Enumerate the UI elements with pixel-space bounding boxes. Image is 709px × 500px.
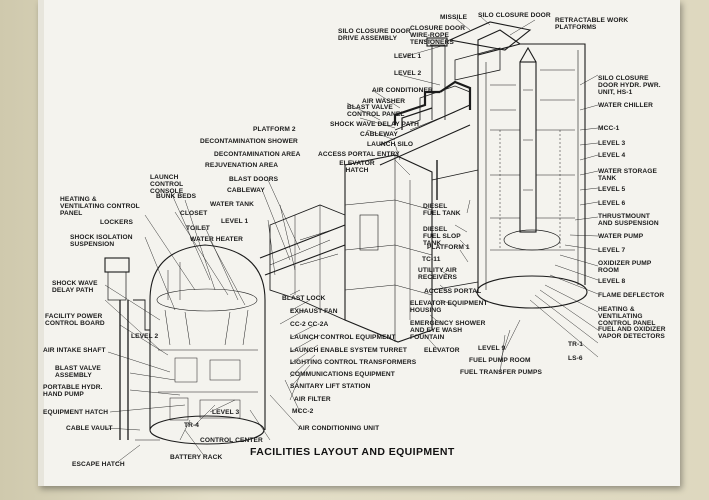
label-closure-door-wire-rope-tensioners: CLOSURE DOOR WIRE-ROPE TENSIONERS bbox=[410, 25, 466, 46]
label-level-9-silo: LEVEL 9 bbox=[478, 345, 506, 352]
label-water-chiller: WATER CHILLER bbox=[598, 102, 654, 109]
label-toilet: TOILET bbox=[186, 225, 210, 232]
label-communications-equipment: COMMUNICATIONS EQUIPMENT bbox=[290, 371, 395, 378]
label-closet: CLOSET bbox=[180, 210, 208, 217]
label-water-pump: WATER PUMP bbox=[598, 233, 644, 240]
label-blast-doors: BLAST DOORS bbox=[229, 176, 279, 183]
label-decontamination-shower: DECONTAMINATION SHOWER bbox=[200, 138, 298, 145]
label-water-tank: WATER TANK bbox=[210, 201, 254, 208]
label-level-4-silo: LEVEL 4 bbox=[598, 152, 626, 159]
launch-silo-drawing bbox=[476, 29, 588, 309]
label-launch-control-console: LAUNCH CONTROL CONSOLE bbox=[150, 174, 184, 195]
label-mcc-2: MCC-2 bbox=[292, 408, 314, 415]
label-water-storage-tank: WATER STORAGE TANK bbox=[598, 168, 657, 182]
label-level-7-silo: LEVEL 7 bbox=[598, 247, 626, 254]
label-air-conditioning-unit: AIR CONDITIONING UNIT bbox=[298, 425, 380, 432]
label-shock-wave-delay-path-left: SHOCK WAVE DELAY PATH bbox=[52, 280, 98, 294]
label-platform-2: PLATFORM 2 bbox=[253, 126, 296, 133]
label-thrustmount-and-suspension: THRUSTMOUNT AND SUSPENSION bbox=[598, 213, 659, 227]
label-air-washer: AIR WASHER bbox=[362, 98, 406, 105]
label-escape-hatch: ESCAPE HATCH bbox=[72, 461, 125, 468]
label-bunk-beds: BUNK BEDS bbox=[156, 193, 197, 200]
diagram-title: FACILITIES LAYOUT AND EQUIPMENT bbox=[250, 446, 455, 458]
label-shock-wave-delay-path-top: SHOCK WAVE DELAY PATH bbox=[330, 121, 419, 128]
label-water-heater: WATER HEATER bbox=[190, 236, 243, 243]
label-blast-lock: BLAST LOCK bbox=[282, 295, 326, 302]
canvas-edge bbox=[38, 0, 44, 486]
label-blast-valve-control-panel: BLAST VALVE CONTROL PANEL bbox=[347, 104, 405, 118]
label-mcc-1: MCC-1 bbox=[598, 125, 620, 132]
label-control-center: CONTROL CENTER bbox=[200, 437, 263, 444]
label-silo-closure-door: SILO CLOSURE DOOR bbox=[478, 12, 551, 19]
label-tr-4: TR-4 bbox=[184, 422, 200, 429]
callout-lines bbox=[104, 15, 599, 465]
label-level-1-silo: LEVEL 1 bbox=[394, 53, 422, 60]
label-fuel-pump-room: FUEL PUMP ROOM bbox=[469, 357, 531, 364]
label-utility-air-receivers: UTILITY AIR RECEIVERS bbox=[418, 267, 458, 281]
label-lighting-control-transformers: LIGHTING CONTROL TRANSFORMERS bbox=[290, 359, 417, 366]
label-facility-power-control-board: FACILITY POWER CONTROL BOARD bbox=[45, 313, 105, 327]
label-cableway-top: CABLEWAY bbox=[360, 131, 398, 138]
label-heating-ventilating-control-panel-right: HEATING & VENTILATING CONTROL PANEL bbox=[598, 306, 656, 327]
label-tr-1: TR-1 bbox=[568, 341, 584, 348]
label-fuel-and-oxidizer-vapor-detectors: FUEL AND OXIDIZER VAPOR DETECTORS bbox=[598, 326, 666, 340]
label-level-3-lcc: LEVEL 3 bbox=[212, 409, 240, 416]
label-equipment-hatch: EQUIPMENT HATCH bbox=[43, 409, 109, 416]
label-diesel-fuel-slop-tank: DIESEL FUEL SLOP TANK bbox=[423, 226, 461, 247]
label-lockers: LOCKERS bbox=[100, 219, 133, 226]
label-cable-vault: CABLE VAULT bbox=[66, 425, 113, 432]
label-tc-11: TC-11 bbox=[422, 256, 441, 263]
label-heating-ventilating-control-panel-left: HEATING & VENTILATING CONTROL PANEL bbox=[60, 196, 140, 217]
label-portable-hydr-hand-pump: PORTABLE HYDR. HAND PUMP bbox=[43, 384, 103, 398]
label-retractable-work-platforms: RETRACTABLE WORK PLATFORMS bbox=[555, 17, 629, 31]
label-air-conditioner: AIR CONDITIONER bbox=[372, 87, 433, 94]
silo-closure-door-drawing bbox=[426, 21, 532, 120]
label-launch-enable-system-turret: LAUNCH ENABLE SYSTEM TURRET bbox=[290, 347, 407, 354]
label-shock-isolation-suspension: SHOCK ISOLATION SUSPENSION bbox=[70, 234, 133, 248]
label-air-filter: AIR FILTER bbox=[294, 396, 331, 403]
shock-wave-delay-path-drawing bbox=[393, 80, 472, 130]
label-access-portal-entry: ACCESS PORTAL ENTRY bbox=[318, 151, 400, 158]
label-cc2-cc2a: CC-2 CC-2A bbox=[290, 321, 329, 328]
label-level-1-lcc: LEVEL 1 bbox=[221, 218, 249, 225]
label-air-intake-shaft: AIR INTAKE SHAFT bbox=[43, 347, 106, 354]
label-silo-closure-door-drive-assembly: SILO CLOSURE DOOR DRIVE ASSEMBLY bbox=[338, 28, 411, 42]
label-launch-control-equipment: LAUNCH CONTROL EQUIPMENT bbox=[290, 334, 396, 341]
launch-control-center-drawing bbox=[149, 244, 266, 445]
blast-lock-drawing bbox=[269, 204, 346, 321]
label-missile: MISSILE bbox=[440, 14, 468, 21]
label-elevator-equipment-housing: ELEVATOR EQUIPMENT HOUSING bbox=[410, 300, 488, 314]
label-decontamination-area: DECONTAMINATION AREA bbox=[214, 151, 301, 158]
label-access-portal: ACCESS PORTAL bbox=[424, 288, 482, 295]
label-level-2-lcc: LEVEL 2 bbox=[131, 333, 159, 340]
label-sanitary-lift-station: SANITARY LIFT STATION bbox=[290, 383, 371, 390]
label-oxidizer-pump-room: OXIDIZER PUMP ROOM bbox=[598, 260, 652, 274]
label-cableway-mid: CABLEWAY bbox=[227, 187, 265, 194]
label-fuel-transfer-pumps: FUEL TRANSFER PUMPS bbox=[460, 369, 543, 376]
air-intake-shaft-drawing bbox=[104, 257, 160, 441]
label-level-2-silo: LEVEL 2 bbox=[394, 70, 422, 77]
label-launch-silo: LAUNCH SILO bbox=[367, 141, 414, 148]
label-battery-rack: BATTERY RACK bbox=[170, 454, 223, 461]
label-exhaust-fan: EXHAUST FAN bbox=[290, 308, 338, 315]
label-level-5-silo: LEVEL 5 bbox=[598, 186, 626, 193]
label-ls-6: LS-6 bbox=[568, 355, 583, 362]
label-level-6-silo: LEVEL 6 bbox=[598, 200, 626, 207]
access-portal-drawing bbox=[344, 154, 479, 343]
label-blast-valve-assembly: BLAST VALVE ASSEMBLY bbox=[55, 365, 101, 379]
label-emergency-shower: EMERGENCY SHOWER AND EYE WASH FOUNTAIN bbox=[410, 320, 486, 341]
label-elevator: ELEVATOR bbox=[424, 347, 460, 354]
label-rejuvenation-area: REJUVENATION AREA bbox=[205, 162, 279, 169]
label-level-8-silo: LEVEL 8 bbox=[598, 278, 626, 285]
label-flame-deflector: FLAME DEFLECTOR bbox=[598, 292, 665, 299]
label-elevator-hatch: ELEVATOR HATCH bbox=[339, 160, 375, 174]
label-level-3-silo: LEVEL 3 bbox=[598, 140, 626, 147]
label-platform-1: PLATFORM 1 bbox=[427, 244, 470, 251]
label-diesel-fuel-tank: DIESEL FUEL TANK bbox=[423, 203, 461, 217]
poster-canvas bbox=[38, 0, 680, 486]
label-silo-closure-door-hydr: SILO CLOSURE DOOR HYDR. PWR. UNIT, HS-1 bbox=[598, 75, 661, 96]
